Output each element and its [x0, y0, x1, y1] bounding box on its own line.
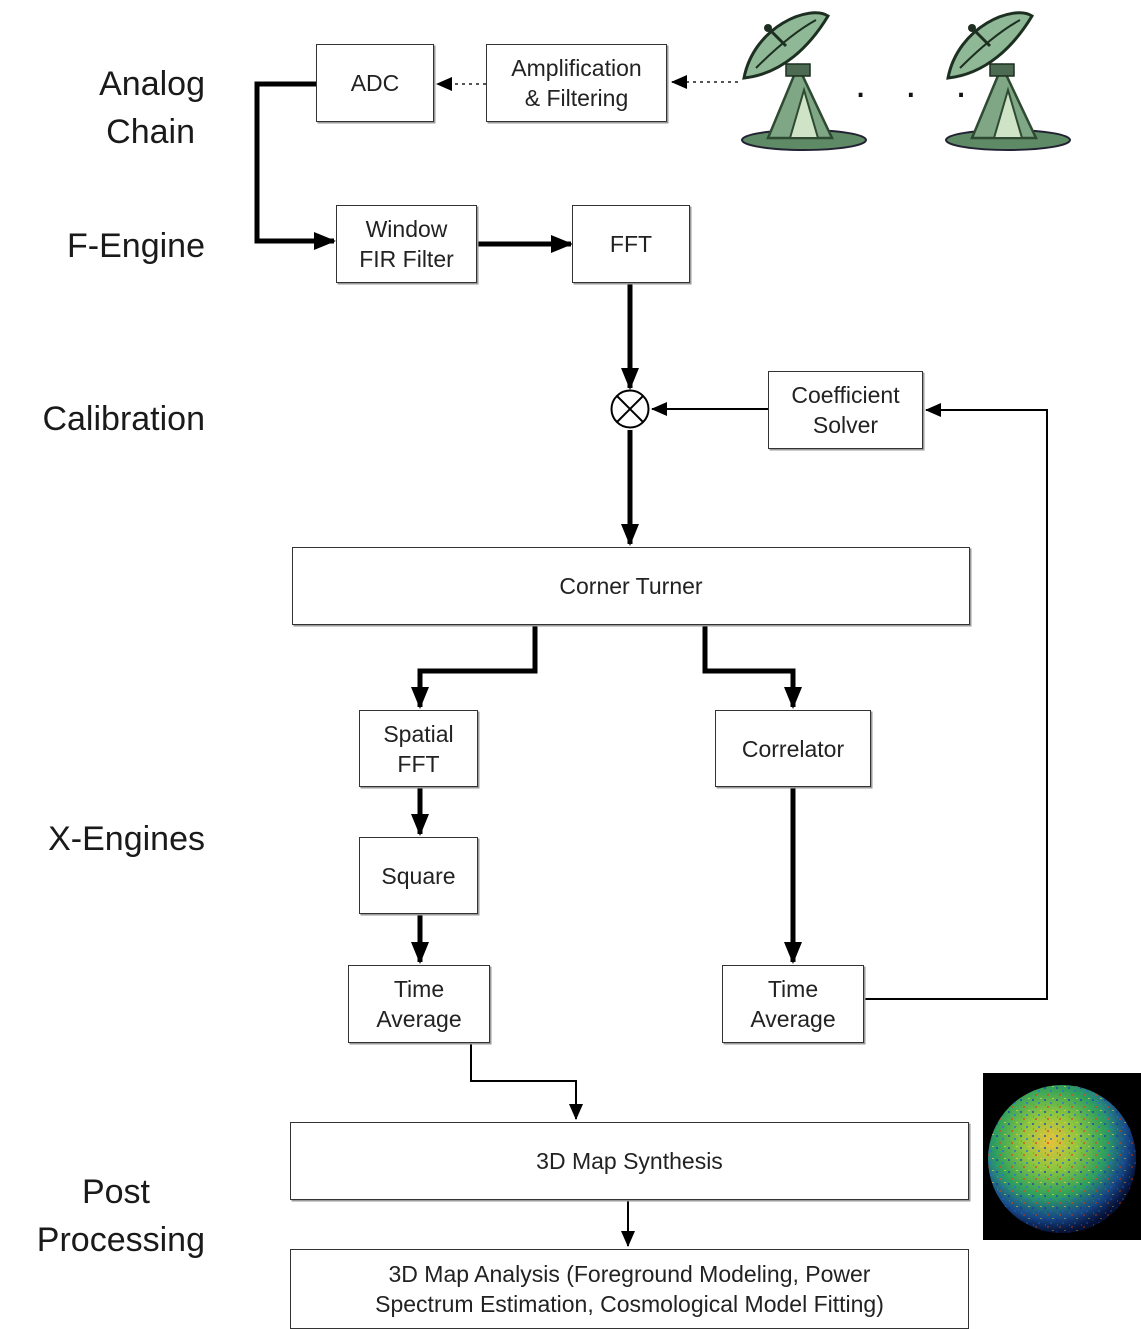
stage-label-line: Analog — [99, 65, 205, 103]
coefficient-solver-box: Coefficient Solver — [768, 371, 923, 449]
stage-label-calibration: Calibration — [42, 400, 205, 438]
box-label-line: Spatial — [383, 720, 454, 747]
arrow-corner-to-correlator — [702, 625, 802, 709]
stage-label-x-engines: X-Engines — [48, 820, 205, 858]
map-synthesis-box: 3D Map Synthesis — [290, 1122, 969, 1200]
radio-dish-antenna-icon — [741, 11, 867, 151]
box-label-line: Time — [393, 976, 445, 1002]
box-label-line: Solver — [812, 412, 879, 438]
box-label-line: & Filtering — [524, 85, 629, 111]
box-label: Correlator — [741, 735, 845, 762]
box-label-line: Spectrum Estimation, Cosmological Model … — [375, 1291, 884, 1317]
box-label: FFT — [609, 231, 653, 257]
box-label-line: 3D Map Analysis (Foreground Modeling, Po… — [388, 1261, 871, 1287]
sky-map-sphere-graphic — [988, 1085, 1136, 1233]
adc-box: ADC — [316, 44, 434, 122]
corner-turner-box: Corner Turner — [292, 547, 970, 625]
arrow-feedback-to-coef — [864, 403, 1048, 1000]
box-label: Corner Turner — [559, 573, 703, 599]
arrow-timeavg-to-synthesis — [470, 1043, 583, 1120]
arrow-corner-to-spatial — [411, 625, 538, 709]
amplification-filtering-box: Amplification & Filtering — [486, 44, 667, 122]
box-label: Square — [381, 862, 456, 889]
stage-label-post-processing: Post Processing — [0, 1168, 205, 1264]
map-analysis-box: 3D Map Analysis (Foreground Modeling, Po… — [290, 1249, 969, 1329]
radio-dish-antenna-icon — [945, 11, 1071, 151]
antenna-array-ellipsis: . . . — [855, 62, 981, 106]
stage-label-analog-chain: Analog Chain — [0, 60, 205, 156]
square-box: Square — [359, 837, 478, 914]
multiply-circle-icon — [610, 389, 650, 429]
sky-map-sphere-icon — [983, 1073, 1141, 1240]
correlator-box: Correlator — [715, 710, 871, 787]
stage-label-line: Processing — [36, 1221, 205, 1259]
stage-label-line: Post — [81, 1173, 150, 1211]
fft-box: FFT — [572, 205, 690, 283]
window-fir-filter-box: Window FIR Filter — [336, 205, 477, 283]
box-label-line: Amplification — [511, 55, 642, 81]
stage-label-line: Chain — [106, 113, 195, 151]
box-label-line: Window — [365, 216, 448, 242]
box-label-line: FIR Filter — [359, 246, 454, 272]
box-label-line: Average — [750, 1006, 836, 1032]
arrow-adc-to-window — [254, 81, 336, 250]
box-label-line: Average — [376, 1006, 462, 1032]
box-label: 3D Map Synthesis — [536, 1148, 723, 1174]
box-label-line: Time — [767, 976, 819, 1002]
box-label-line: FFT — [397, 750, 440, 777]
box-label: ADC — [350, 70, 400, 96]
spatial-fft-box: Spatial FFT — [359, 710, 478, 787]
box-label-line: Coefficient — [791, 382, 900, 408]
time-average-right-box: Time Average — [722, 965, 864, 1043]
time-average-left-box: Time Average — [348, 965, 490, 1043]
stage-label-f-engine: F-Engine — [67, 227, 205, 265]
